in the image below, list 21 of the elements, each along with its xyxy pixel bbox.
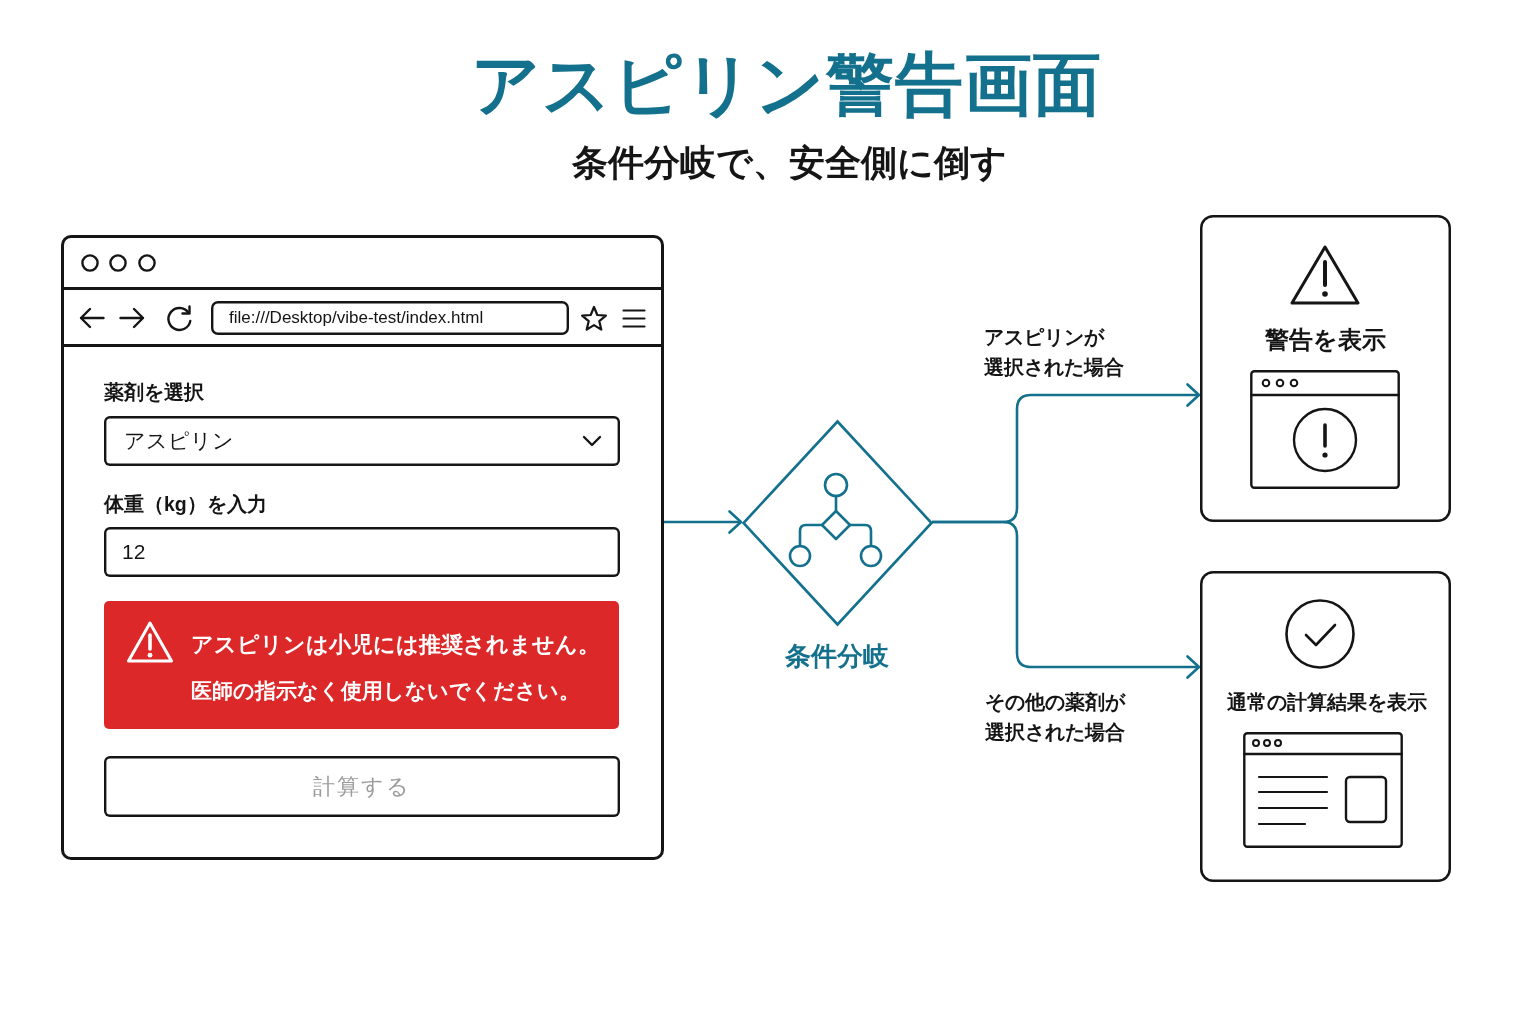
- alert-banner: [104, 601, 619, 729]
- edge-label: その他の薬剤が選択された場合: [985, 690, 1127, 745]
- node-label: 条件分岐: [785, 641, 889, 673]
- card-title: 通常の計算結果を表示: [1227, 690, 1427, 714]
- diagram-subtitle: 条件分岐で、安全側に倒す: [571, 141, 1007, 185]
- browser-window: [61, 235, 664, 860]
- arrow: [663, 510, 743, 534]
- alert-text: 医師の指示なく使用しないでください。: [191, 678, 580, 704]
- input-field: 12: [104, 527, 620, 577]
- arrow: [932, 520, 1201, 679]
- diagram-title: アスピリン警告画面: [470, 45, 1102, 125]
- card-title: 警告を表示: [1264, 325, 1386, 355]
- field-label: 体重（kg）を入力: [104, 493, 267, 517]
- panel-card: [1200, 215, 1451, 522]
- panel-card: [1200, 571, 1451, 882]
- disabled-button: 計算する: [104, 756, 620, 817]
- edge-label: アスピリンが選択された場合: [984, 325, 1125, 380]
- alert-text: アスピリンは小児には推奨されません。: [191, 631, 600, 659]
- select-dropdown: アスピリン: [104, 416, 620, 466]
- field-label: 薬剤を選択: [104, 381, 204, 405]
- address-bar: file:///Desktop/vibe-test/index.html: [211, 301, 569, 335]
